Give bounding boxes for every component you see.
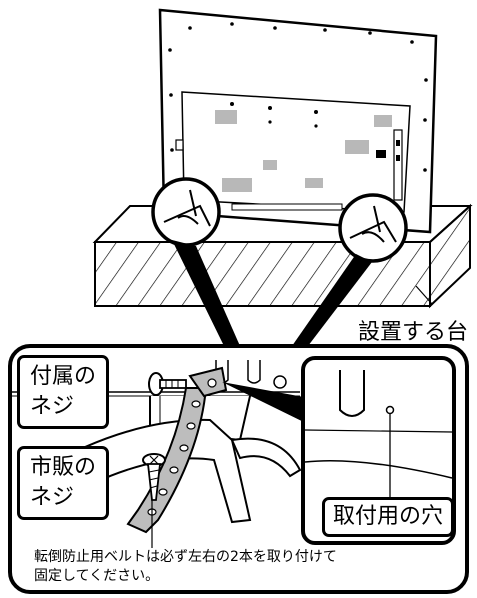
magnifier-right — [338, 193, 408, 263]
commercial-screw-label-line1: 市販の — [30, 455, 97, 480]
magnifier-left — [151, 177, 221, 247]
caption-line1: 転倒防止用ベルトは必ず左右の2本を取り付けて — [34, 549, 337, 565]
mounting-hole-inset — [301, 356, 456, 545]
included-screw-label-line2: ネジ — [30, 394, 75, 419]
commercial-screw-icon — [142, 453, 166, 501]
included-screw-label: 付属の ネジ — [17, 355, 110, 429]
mounting-hole-label: 取付用の穴 — [322, 497, 455, 537]
commercial-screw-label: 市販の ネジ — [17, 446, 110, 520]
included-screw-label-line1: 付属の — [30, 364, 97, 389]
callout-wedges — [172, 240, 372, 346]
stand-surface-label: 設置する台 — [358, 320, 469, 345]
caption: 転倒防止用ベルトは必ず左右の2本を取り付けて 固定してください。 — [34, 548, 337, 586]
commercial-screw-label-line2: ネジ — [30, 485, 75, 510]
stand-label-leader — [415, 285, 433, 305]
tv-rear-panel — [158, 8, 438, 234]
included-screw-icon — [148, 372, 187, 396]
caption-line2: 固定してください。 — [34, 568, 160, 584]
